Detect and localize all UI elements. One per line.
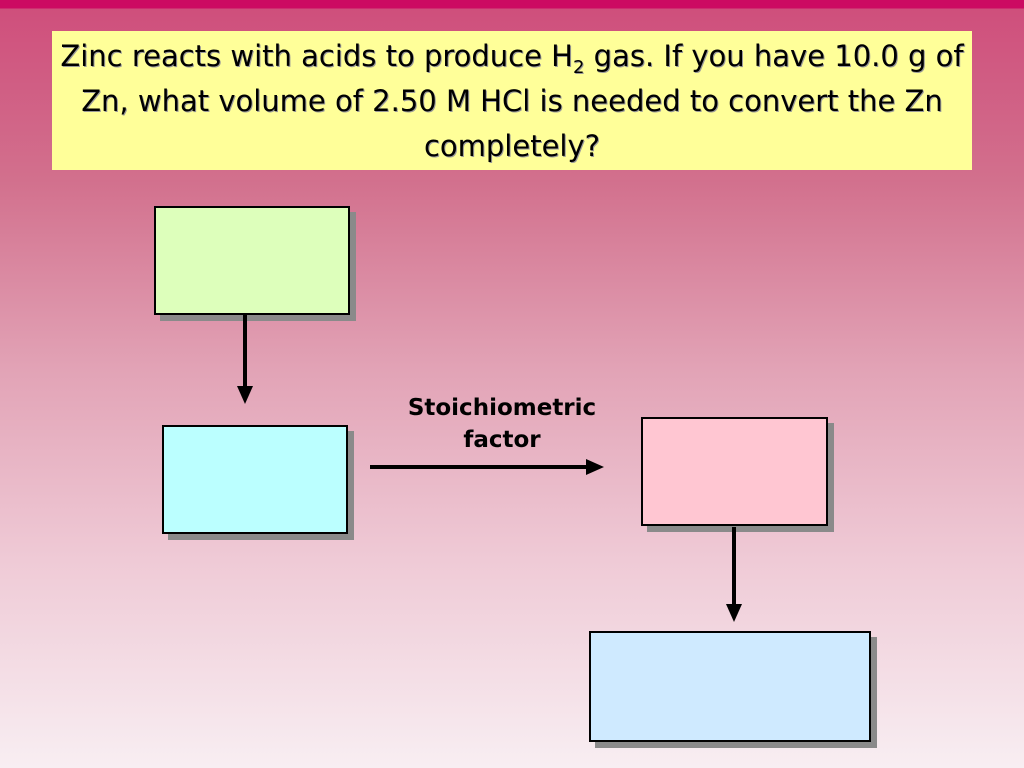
arrow-down-2 [726,527,742,622]
arrow-down-1 [237,315,253,404]
factor-label-line1: Stoichiometric [407,395,597,421]
stoichiometric-factor-label: Stoichiometric factor [380,392,624,456]
question-subscript: 2 [573,56,585,78]
factor-label-line2: factor [463,427,541,453]
moles-hcl-box [641,417,828,526]
volume-hcl-box [589,631,871,742]
moles-zn-box [162,425,348,534]
mass-zn-box [154,206,350,315]
question-text-part2: gas. If you have 10.0 g of Zn, what volu… [81,39,964,163]
question-text-part1: Zinc reacts with acids to produce H [60,39,573,73]
arrow-right [370,459,604,475]
question-box: Zinc reacts with acids to produce H2 gas… [52,31,972,170]
